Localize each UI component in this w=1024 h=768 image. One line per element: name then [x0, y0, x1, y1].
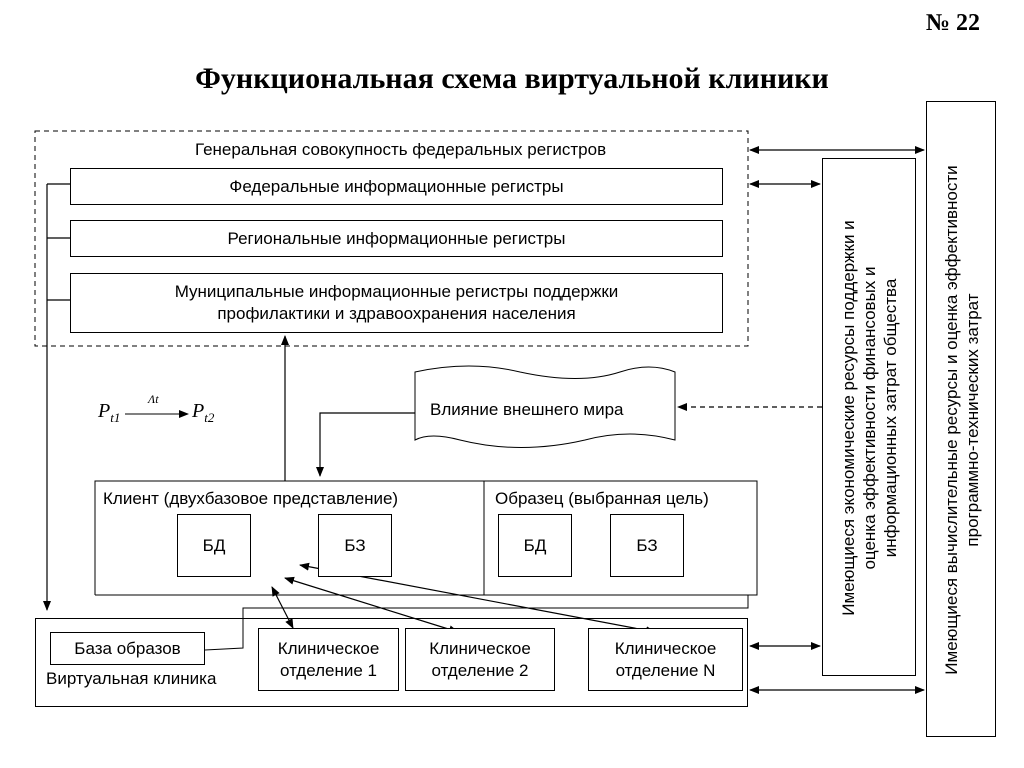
- municipal-registers-line1: Муниципальные информационные регистры по…: [174, 282, 619, 301]
- dept2-box: Клиническое отделение 2: [405, 628, 555, 691]
- sample-db-box: БД: [498, 514, 572, 577]
- federal-registers-label: Федеральные информационные регистры: [229, 176, 564, 196]
- regional-registers-box: Региональные информационные регистры: [70, 220, 723, 257]
- dept1-box: Клиническое отделение 1: [258, 628, 399, 691]
- client-db-box: БД: [177, 514, 251, 577]
- virtual-clinic-label: Виртуальная клиника: [46, 669, 217, 688]
- general-registers-label: Генеральная совокупность федеральных рег…: [195, 140, 607, 159]
- samples-to-client-line: [204, 595, 749, 651]
- economic-resources-line1: Имеющиеся экономические ресурсы поддержк…: [839, 220, 858, 616]
- sample-kb-label: БЗ: [636, 535, 658, 555]
- sample-label: Образец (выбранная цель): [495, 489, 709, 508]
- computing-resources-line2: программно-технических затрат: [963, 293, 982, 547]
- client-db-label: БД: [202, 535, 226, 555]
- computing-resources-box: Имеющиеся вычислительные ресурсы и оценк…: [926, 101, 996, 737]
- formula-over-arrow: Λt: [148, 392, 159, 406]
- formula-right: Pt2: [192, 400, 215, 425]
- client-kb-label: БЗ: [344, 535, 366, 555]
- client-kb-box: БЗ: [318, 514, 392, 577]
- page-title: Функциональная схема виртуальной клиники: [195, 62, 829, 95]
- municipal-registers-box: Муниципальные информационные регистры по…: [70, 273, 723, 333]
- base-of-samples-box: База образов: [50, 632, 205, 665]
- base-of-samples-label: База образов: [74, 638, 181, 658]
- dept1-line1: Клиническое: [277, 638, 380, 658]
- transition-formula: Pt1 Λt Pt2: [98, 392, 228, 430]
- economic-resources-text: Имеющиеся экономические ресурсы поддержк…: [838, 159, 902, 677]
- slide-number: № 22: [925, 10, 980, 36]
- dept2-line2: отделение 2: [431, 660, 529, 680]
- external-to-client-arrow: [316, 412, 415, 477]
- computing-resources-line1: Имеющиеся вычислительные ресурсы и оценк…: [942, 165, 961, 675]
- computing-resources-text: Имеющиеся вычислительные ресурсы и оценк…: [941, 102, 983, 738]
- sample-kb-box: БЗ: [610, 514, 684, 577]
- economic-resources-box: Имеющиеся экономические ресурсы поддержк…: [822, 158, 916, 676]
- deptN-line2: отделение N: [615, 660, 716, 680]
- deptN-box: Клиническое отделение N: [588, 628, 743, 691]
- deptN-line1: Клиническое: [614, 638, 717, 658]
- regional-registers-label: Региональные информационные регистры: [227, 228, 566, 248]
- virtual-clinic-frame: [35, 618, 748, 707]
- economic-resources-line2: оценка эффективности финансовых и: [860, 266, 879, 570]
- federal-registers-box: Федеральные информационные регистры: [70, 168, 723, 205]
- external-world-shape: [414, 365, 676, 448]
- municipal-registers-line2: профилактики и здравоохранения населения: [217, 304, 576, 323]
- formula-left: Pt1: [98, 400, 121, 425]
- client-label: Клиент (двухбазовое представление): [103, 489, 399, 508]
- sample-db-label: БД: [523, 535, 547, 555]
- economic-resources-line3: информационных затрат общества: [881, 278, 900, 558]
- dept1-line2: отделение 1: [279, 660, 377, 680]
- dept2-line1: Клиническое: [429, 638, 531, 658]
- external-world-label: Влияние внешнего мира: [430, 400, 624, 419]
- general-registers-frame: [34, 130, 749, 347]
